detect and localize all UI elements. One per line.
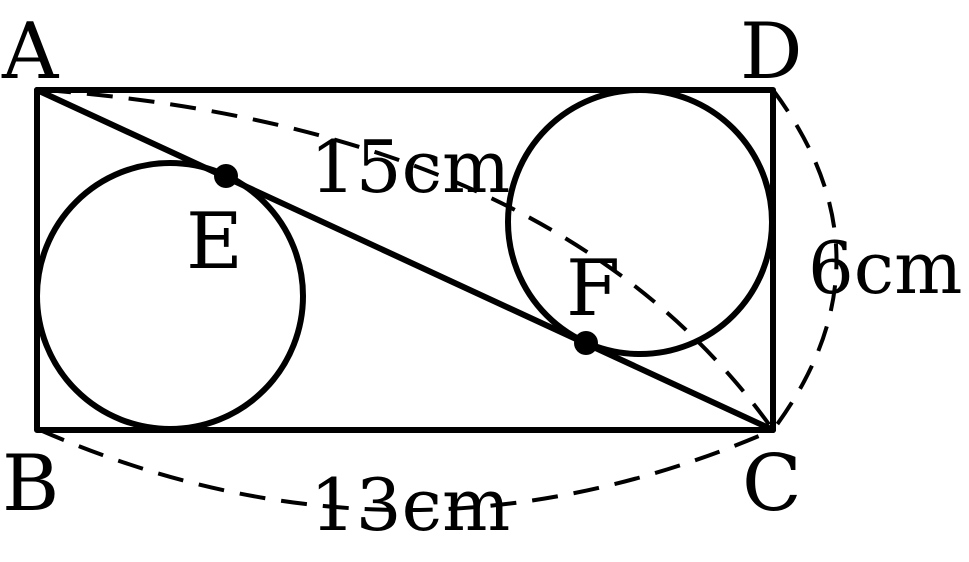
label-a: A bbox=[1, 7, 60, 97]
bottom-dimension-arc bbox=[39, 428, 774, 512]
label-d: D bbox=[740, 7, 803, 97]
diagonal-ac bbox=[34, 87, 776, 433]
label-side-bc-length: 13cm bbox=[310, 463, 510, 547]
label-b: B bbox=[2, 439, 59, 529]
diagonal-dimension-arc bbox=[44, 88, 775, 432]
right-side-dimension-arc bbox=[771, 88, 839, 432]
label-side-dc-length: 6cm bbox=[808, 226, 962, 310]
label-f: F bbox=[566, 244, 620, 334]
point-e-dot bbox=[214, 164, 238, 188]
circle-right bbox=[505, 87, 775, 357]
circle-left bbox=[34, 160, 306, 432]
label-e: E bbox=[186, 197, 243, 287]
label-c: C bbox=[742, 439, 802, 529]
label-diagonal-length: 15cm bbox=[310, 125, 510, 209]
rectangle-abcd bbox=[34, 87, 776, 433]
point-f-dot bbox=[574, 331, 598, 355]
